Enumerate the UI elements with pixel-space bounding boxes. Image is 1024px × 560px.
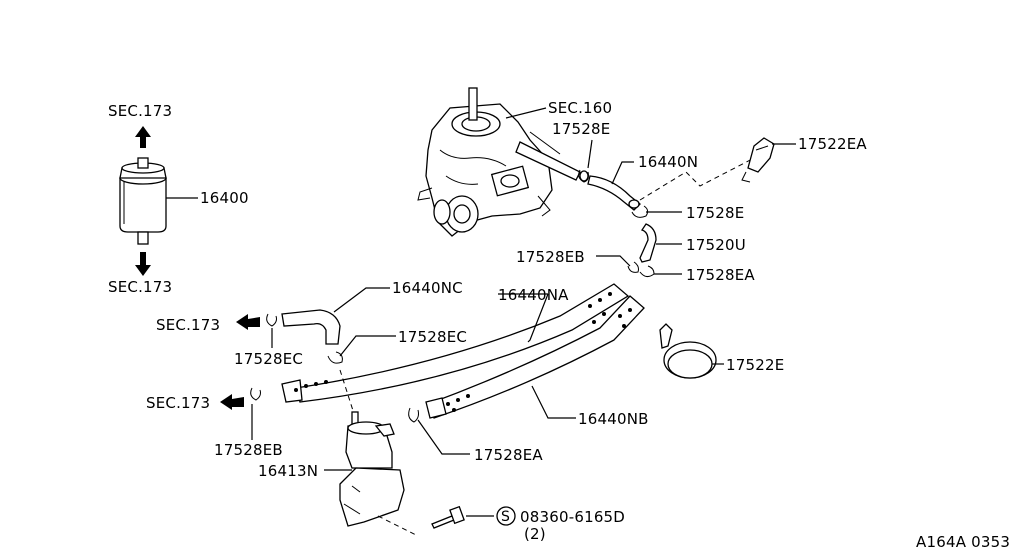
label-sec173-bottom: SEC.173 xyxy=(108,278,172,296)
label-bolt-qty: (2) xyxy=(524,525,546,543)
label-sec173-left2: SEC.173 xyxy=(146,394,210,412)
label-sec173-left1: SEC.173 xyxy=(156,316,220,334)
clamp-17528EB-left xyxy=(250,387,261,440)
clamp-17528EA-lower xyxy=(408,407,470,455)
hose-16440NC xyxy=(281,287,390,345)
hose-16440NB xyxy=(425,295,645,419)
fuel-filter-16400 xyxy=(119,157,198,245)
label-16440N: 16440N xyxy=(638,153,698,171)
label-17520U: 17520U xyxy=(686,236,746,254)
label-17528EC-left: 17528EC xyxy=(234,350,303,368)
label-17528EB-upper: 17528EB xyxy=(516,248,585,266)
clamp-17528E-lower xyxy=(631,205,682,218)
fuel-pump-16413N xyxy=(324,411,419,537)
arrow-left-icon-1 xyxy=(236,314,260,330)
bolt-08360-6165D xyxy=(431,505,516,529)
label-16440NA: 16440NA xyxy=(498,286,569,304)
label-17522E: 17522E xyxy=(726,356,784,374)
diagram-code: A164A 0353 xyxy=(916,533,1010,551)
bracket-17522EA xyxy=(741,137,796,183)
label-16440NB: 16440NB xyxy=(578,410,649,428)
hose-16440NA xyxy=(281,283,630,403)
label-17528EC-center: 17528EC xyxy=(398,328,467,346)
label-bolt-part: 08360-6165D xyxy=(520,508,625,526)
label-16400: 16400 xyxy=(200,189,249,207)
label-17528EA-upper: 17528EA xyxy=(686,266,755,284)
clamp-17528EA-upper xyxy=(639,265,682,278)
hose-17520U xyxy=(639,223,682,263)
label-17528E-lower: 17528E xyxy=(686,204,744,222)
label-17528E-upper: 17528E xyxy=(552,120,610,138)
arrow-up-icon xyxy=(135,126,151,148)
hose-16440N xyxy=(579,155,759,211)
clamp-17528E-upper xyxy=(578,139,593,183)
clamp-17528EB-upper xyxy=(596,255,639,273)
label-17522EA: 17522EA xyxy=(798,135,867,153)
arrow-left-icon-2 xyxy=(220,394,244,410)
clamp-17528EC-left xyxy=(266,313,277,348)
hose-clamp-17522E xyxy=(659,323,724,379)
label-17528EA-lower: 17528EA xyxy=(474,446,543,464)
label-16413N: 16413N xyxy=(258,462,318,480)
label-16440NC: 16440NC xyxy=(392,279,463,297)
arrow-down-icon xyxy=(135,252,151,276)
clamp-17528EC-center xyxy=(327,335,396,364)
label-sec173-top: SEC.173 xyxy=(108,102,172,120)
label-sec160: SEC.160 xyxy=(548,99,612,117)
bolt-symbol: S xyxy=(501,509,510,525)
throttle-body-assembly xyxy=(417,87,581,237)
label-17528EB-left: 17528EB xyxy=(214,441,283,459)
